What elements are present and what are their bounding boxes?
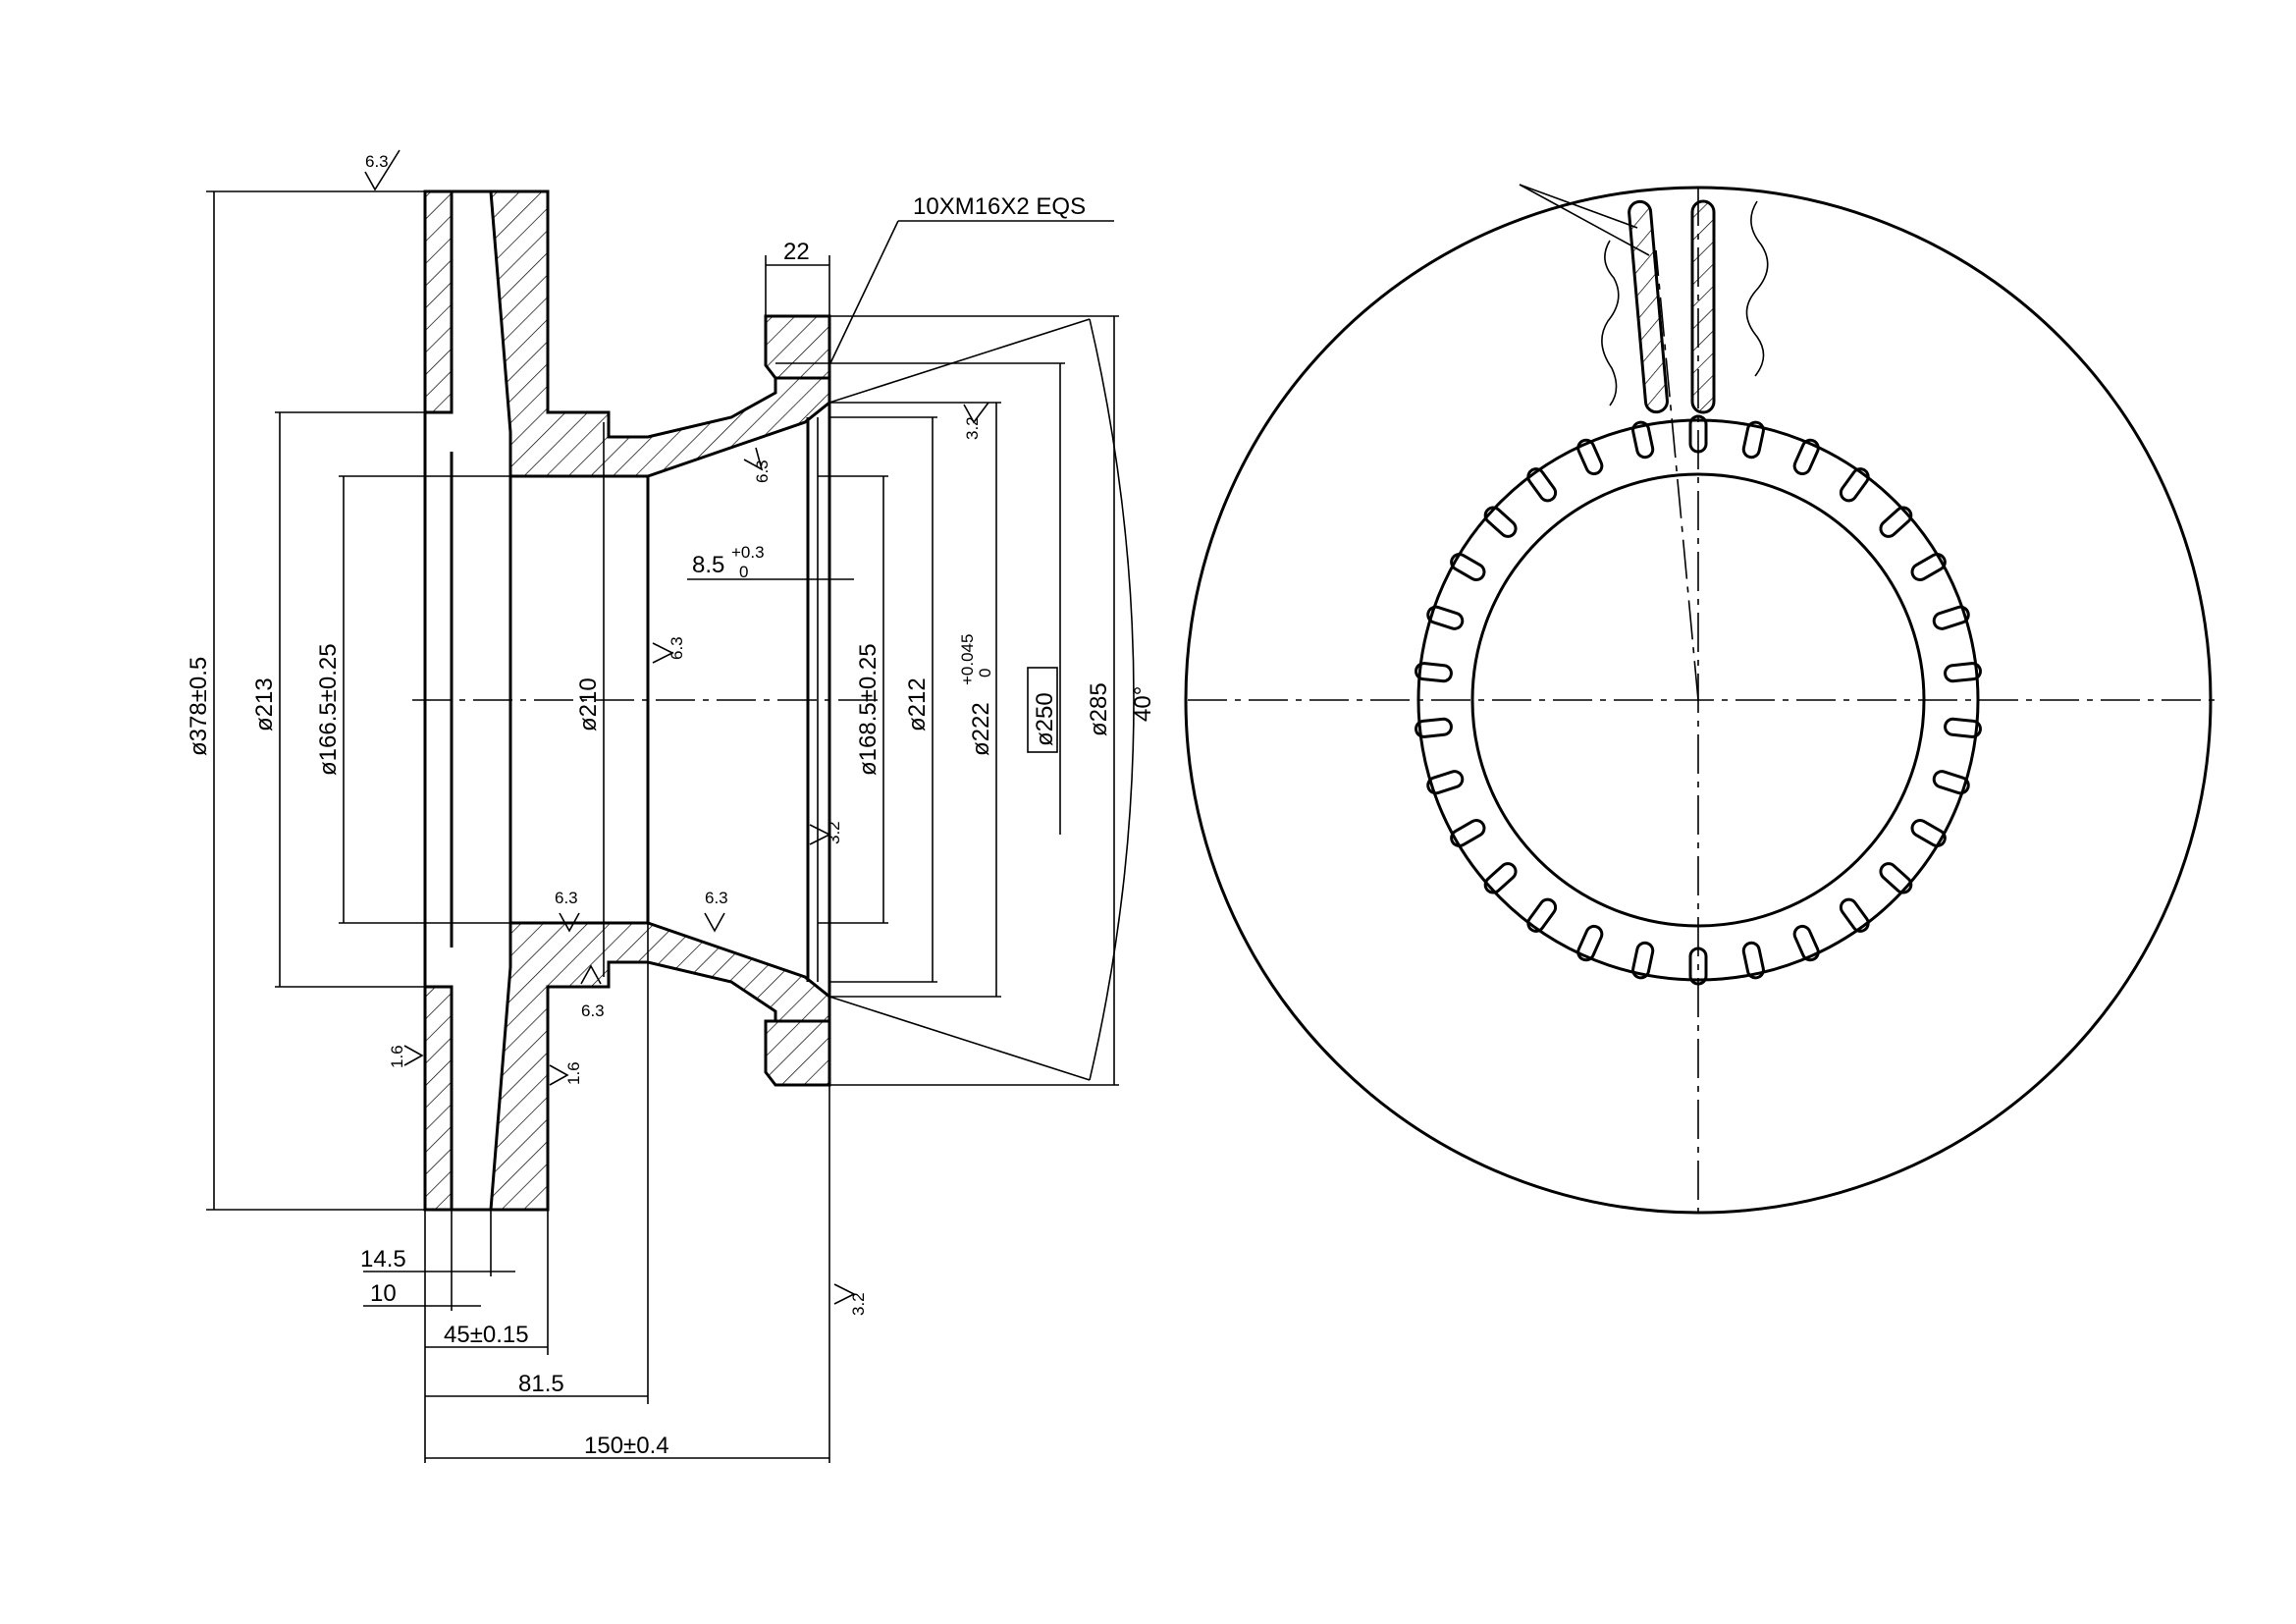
dim-d222: ø222 (968, 702, 994, 756)
vent-slot (1944, 717, 1982, 738)
roughness-hat-bottom-a: 6.3 (555, 889, 578, 907)
dim-d213: ø213 (251, 677, 278, 731)
roughness-ring-left: 1.6 (388, 1045, 406, 1068)
dim-d168: ø168.5±0.25 (855, 643, 881, 776)
vent-slot (1576, 924, 1604, 962)
hat-section-bottom (489, 921, 831, 1212)
dim-d222-tol-upper: +0.045 (958, 634, 977, 685)
vent-slot (1839, 897, 1870, 933)
dim-d212: ø212 (904, 677, 931, 731)
vent-slots (1415, 414, 1982, 986)
dim-w45: 45±0.15 (444, 1322, 529, 1348)
vent-slot (1688, 414, 1708, 454)
dim-d222-tol-lower: 0 (976, 669, 994, 677)
dim-d210: ø210 (575, 677, 602, 731)
vent-slot (1792, 924, 1820, 962)
vent-slot (1741, 941, 1765, 980)
roughness-hat-top: 6.3 (753, 460, 772, 483)
outer-ring-bottom (423, 985, 454, 1212)
vent-slot (1792, 438, 1820, 476)
vane-cutaway (1519, 184, 1769, 414)
dim-d85-tol-upper: +0.3 (731, 543, 765, 562)
vent-slot (1910, 819, 1947, 847)
roughness-bottom: 3.2 (849, 1292, 868, 1316)
vent-slot (1576, 438, 1604, 476)
roughness-top: 6.3 (365, 152, 389, 171)
vent-slot (1741, 420, 1765, 460)
vent-slot (1483, 862, 1518, 894)
vent-slot (1526, 897, 1558, 933)
dim-d222-group: ø222 +0.045 0 (958, 634, 994, 756)
vent-slot (1631, 941, 1655, 980)
vent-slot (1944, 662, 1982, 683)
dim-d85: 8.5 (692, 552, 724, 578)
roughness-hat-bottom-c: 6.3 (581, 1001, 605, 1020)
front-view (1184, 184, 2218, 1218)
vane-right (1690, 199, 1716, 414)
vent-slot (1932, 770, 1970, 795)
vent-slot (1631, 420, 1655, 460)
vent-slot (1526, 467, 1558, 503)
dim-d166: ø166.5±0.25 (315, 643, 342, 776)
dim-d250: ø250 (1032, 692, 1058, 746)
roughness-hub-top: 3.2 (963, 416, 982, 440)
dimension-lines (206, 190, 1135, 1463)
dim-d285: ø285 (1086, 682, 1112, 736)
vent-slot (1415, 717, 1453, 738)
vent-slot (1426, 605, 1465, 630)
dim-d250-box (1027, 667, 1058, 753)
vent-slot (1879, 862, 1913, 894)
dim-angle: 40° (1130, 686, 1156, 722)
dim-d378: ø378±0.5 (186, 657, 212, 756)
dim-w10: 10 (370, 1280, 397, 1307)
vent-slot (1426, 770, 1465, 795)
thread-note: 10XM16X2 EQS (913, 193, 1086, 220)
front-slot-axis (1655, 249, 1699, 701)
dim-d85-tol-lower: 0 (739, 563, 748, 581)
hub-flange-bottom (764, 1019, 831, 1087)
dim-w22: 22 (783, 239, 810, 265)
dim-w150: 150±0.4 (584, 1433, 669, 1459)
dim-w14: 14.5 (360, 1246, 406, 1272)
roughness-face: 3.2 (825, 821, 843, 844)
outer-ring-top (423, 189, 454, 414)
vane-left (1628, 199, 1669, 414)
roughness-hat-bottom-b: 6.3 (705, 889, 728, 907)
vent-slot (1483, 506, 1518, 538)
roughness-symbols: 6.3 6.3 3.2 6.3 3.2 6.3 6.3 6.3 1.6 1.6 … (364, 149, 989, 1316)
vent-slot (1932, 605, 1970, 630)
hat-section-top (489, 189, 831, 478)
vent-slot (1450, 819, 1486, 848)
roughness-bore: 6.3 (667, 636, 686, 660)
vent-slot (1879, 506, 1913, 538)
section-view: ø378±0.5 ø213 ø166.5±0.25 ø210 ø168.5±0.… (186, 149, 1156, 1463)
roughness-ring-right: 1.6 (564, 1061, 583, 1085)
hub-flange-top (764, 314, 831, 380)
vent-slot (1839, 467, 1870, 503)
vent-slot (1688, 947, 1708, 986)
vent-slot (1450, 553, 1486, 581)
dim-w81: 81.5 (518, 1371, 564, 1397)
vent-slot (1910, 553, 1947, 581)
vent-slot (1415, 662, 1453, 683)
